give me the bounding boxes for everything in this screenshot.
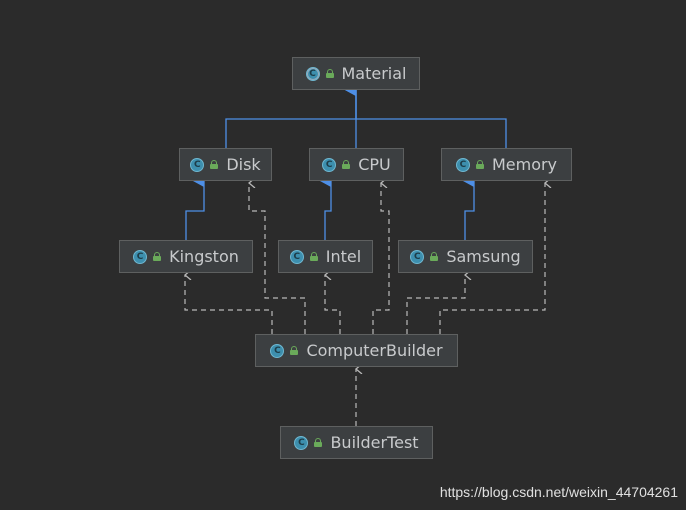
public-access-icon (325, 69, 334, 78)
edge-inheritance-memory-to-material (345, 84, 507, 148)
edge-inheritance-disk-to-material (225, 84, 357, 148)
class-node-computer-builder[interactable]: C ComputerBuilder (255, 334, 458, 367)
class-name: Disk (226, 155, 261, 174)
public-access-icon (342, 160, 351, 169)
public-access-icon (314, 438, 323, 447)
class-icon: C (289, 249, 304, 264)
class-node-intel[interactable]: C Intel (278, 240, 373, 273)
public-access-icon (153, 252, 162, 261)
edge-inheritance-kingston-to-disk (185, 175, 205, 240)
class-name: Material (341, 64, 407, 83)
class-node-memory[interactable]: C Memory (441, 148, 572, 181)
runnable-class-icon: C (294, 435, 309, 450)
class-name: BuilderTest (330, 433, 419, 452)
class-icon: C (133, 249, 148, 264)
class-icon: C (270, 343, 285, 358)
class-name: Samsung (446, 247, 521, 266)
public-access-icon (309, 252, 318, 261)
edge-dependency-computer_builder-to-disk (249, 183, 306, 334)
class-node-material[interactable]: C Material (292, 57, 420, 90)
edges-layer (185, 84, 545, 426)
public-access-icon (475, 160, 484, 169)
class-icon: C (455, 157, 470, 172)
public-access-icon (430, 252, 439, 261)
edge-inheritance-samsung-to-memory (463, 175, 475, 240)
class-icon: C (322, 157, 337, 172)
class-node-kingston[interactable]: C Kingston (119, 240, 253, 273)
edge-dependency-computer_builder-to-samsung (406, 275, 465, 334)
class-name: ComputerBuilder (306, 341, 443, 360)
edge-inheritance-intel-to-cpu (320, 175, 332, 240)
class-name: Memory (491, 155, 558, 174)
class-node-builder-test[interactable]: C BuilderTest (280, 426, 433, 459)
edge-dependency-computer_builder-to-kingston (185, 275, 273, 334)
edge-dependency-computer_builder-to-memory (439, 183, 545, 334)
class-node-samsung[interactable]: C Samsung (398, 240, 533, 273)
class-name: CPU (358, 155, 391, 174)
watermark-text: https://blog.csdn.net/weixin_44704261 (439, 484, 678, 500)
class-icon: C (190, 157, 205, 172)
class-name: Intel (325, 247, 362, 266)
edge-dependency-computer_builder-to-intel (325, 275, 341, 334)
abstract-class-icon: C (305, 66, 320, 81)
class-node-cpu[interactable]: C CPU (309, 148, 404, 181)
public-access-icon (210, 160, 219, 169)
public-access-icon (290, 346, 299, 355)
class-name: Kingston (169, 247, 239, 266)
class-node-disk[interactable]: C Disk (179, 148, 272, 181)
edge-dependency-computer_builder-to-cpu (372, 183, 390, 334)
class-icon: C (410, 249, 425, 264)
